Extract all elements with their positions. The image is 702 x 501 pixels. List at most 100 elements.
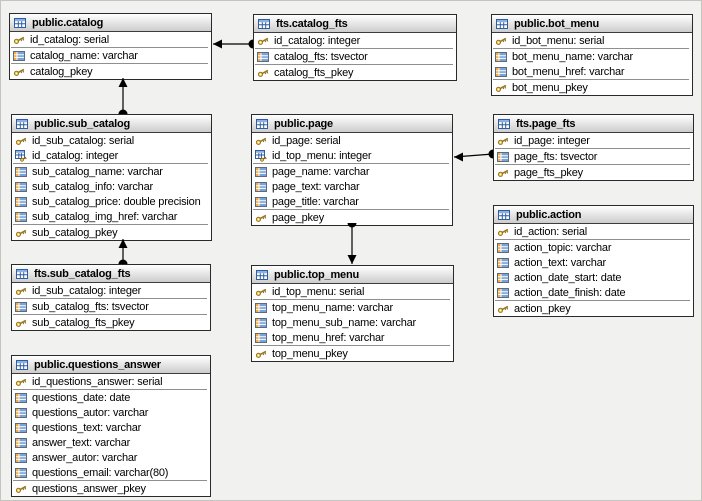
column-row[interactable]: id_catalog: integer xyxy=(254,33,456,48)
relationship-catalog_fts-references-catalog[interactable] xyxy=(213,39,253,49)
column-row[interactable]: top_menu_href: varchar xyxy=(252,330,453,345)
table-header[interactable]: public.page xyxy=(252,115,452,133)
constraint-row[interactable]: bot_menu_pkey xyxy=(492,80,692,95)
column-row[interactable]: id_page: serial xyxy=(252,133,452,148)
table-header[interactable]: fts.sub_catalog_fts xyxy=(12,265,210,283)
column-label: page_title: varchar xyxy=(272,195,359,208)
column-row[interactable]: questions_autor: varchar xyxy=(12,405,210,420)
table-header[interactable]: public.catalog xyxy=(10,14,211,32)
constraint-row[interactable]: page_fts_pkey xyxy=(494,165,693,180)
column-label: questions_autor: varchar xyxy=(32,406,149,419)
section-separator xyxy=(253,209,449,210)
constraint-row[interactable]: top_menu_pkey xyxy=(252,346,453,361)
column-label: bot_menu_pkey xyxy=(512,81,588,94)
primary-key-icon xyxy=(497,135,509,147)
column-row[interactable]: sub_catalog_name: varchar xyxy=(12,164,211,179)
primary-key-icon xyxy=(15,317,27,329)
column-row[interactable]: action_text: varchar xyxy=(494,255,693,270)
column-row[interactable]: action_date_finish: date xyxy=(494,285,693,300)
column-row[interactable]: questions_text: varchar xyxy=(12,420,210,435)
table-icon xyxy=(256,269,268,281)
column-row[interactable]: id_sub_catalog: integer xyxy=(12,283,210,298)
relationship-page-references-top_menu[interactable] xyxy=(347,223,357,264)
relationship-sub_catalog_fts-references-sub_catalog[interactable] xyxy=(118,239,128,264)
column-row[interactable]: sub_catalog_fts: tsvector xyxy=(12,299,210,314)
constraint-row[interactable]: catalog_fts_pkey xyxy=(254,65,456,80)
column-icon xyxy=(497,257,509,269)
table-header[interactable]: public.bot_menu xyxy=(492,15,692,33)
column-row[interactable]: action_date_start: date xyxy=(494,270,693,285)
column-row[interactable]: top_menu_name: varchar xyxy=(252,300,453,315)
column-row[interactable]: id_catalog: serial xyxy=(10,32,211,47)
column-label: top_menu_href: varchar xyxy=(272,331,385,344)
column-row[interactable]: answer_autor: varchar xyxy=(12,450,210,465)
column-row[interactable]: action_topic: varchar xyxy=(494,240,693,255)
table-header[interactable]: fts.catalog_fts xyxy=(254,15,456,33)
column-icon xyxy=(15,452,27,464)
constraint-row[interactable]: catalog_pkey xyxy=(10,64,211,79)
constraint-row[interactable]: action_pkey xyxy=(494,301,693,316)
section-separator xyxy=(11,47,208,48)
column-row[interactable]: id_sub_catalog: serial xyxy=(12,133,211,148)
table-icon xyxy=(16,359,28,371)
column-icon xyxy=(255,332,267,344)
column-row[interactable]: catalog_fts: tsvector xyxy=(254,49,456,64)
table-header[interactable]: fts.page_fts xyxy=(494,115,693,133)
primary-key-icon xyxy=(497,303,509,315)
constraint-row[interactable]: sub_catalog_pkey xyxy=(12,225,211,240)
column-row[interactable]: id_questions_answer: serial xyxy=(12,374,210,389)
column-row[interactable]: questions_email: varchar(80) xyxy=(12,465,210,480)
column-row[interactable]: page_name: varchar xyxy=(252,164,452,179)
column-row[interactable]: bot_menu_name: varchar xyxy=(492,49,692,64)
table-header[interactable]: public.questions_answer xyxy=(12,356,210,374)
column-row[interactable]: page_fts: tsvector xyxy=(494,149,693,164)
column-label: page_text: varchar xyxy=(272,180,360,193)
column-row[interactable]: id_catalog: integer xyxy=(12,148,211,163)
column-row[interactable]: answer_text: varchar xyxy=(12,435,210,450)
column-row[interactable]: catalog_name: varchar xyxy=(10,48,211,63)
constraint-row[interactable]: questions_answer_pkey xyxy=(12,481,210,496)
table-header[interactable]: public.top_menu xyxy=(252,266,453,284)
column-label: action_pkey xyxy=(514,302,571,315)
relationship-sub_catalog-references-catalog[interactable] xyxy=(118,78,128,114)
column-row[interactable]: page_text: varchar xyxy=(252,179,452,194)
column-row[interactable]: bot_menu_href: varchar xyxy=(492,64,692,79)
primary-key-icon xyxy=(15,376,27,388)
column-row[interactable]: id_bot_menu: serial xyxy=(492,33,692,48)
section-separator xyxy=(253,299,450,300)
section-separator xyxy=(493,48,689,49)
column-row[interactable]: page_title: varchar xyxy=(252,194,452,209)
column-row[interactable]: id_action: serial xyxy=(494,224,693,239)
column-icon xyxy=(15,196,27,208)
section-separator xyxy=(495,164,690,165)
relationship-page_fts-references-page[interactable] xyxy=(453,149,494,162)
column-row[interactable]: top_menu_sub_name: varchar xyxy=(252,315,453,330)
table-header[interactable]: public.sub_catalog xyxy=(12,115,211,133)
column-icon xyxy=(495,51,507,63)
column-row[interactable]: id_page: integer xyxy=(494,133,693,148)
table-icon xyxy=(258,18,270,30)
table-icon xyxy=(256,118,268,130)
column-row[interactable]: questions_date: date xyxy=(12,390,210,405)
column-label: action_date_finish: date xyxy=(514,286,626,299)
foreign-key-icon xyxy=(255,149,267,162)
column-row[interactable]: id_top_menu: serial xyxy=(252,284,453,299)
constraint-row[interactable]: sub_catalog_fts_pkey xyxy=(12,315,210,330)
constraint-row[interactable]: page_pkey xyxy=(252,210,452,225)
column-label: id_sub_catalog: serial xyxy=(32,134,135,147)
column-row[interactable]: sub_catalog_info: varchar xyxy=(12,179,211,194)
table-header[interactable]: public.action xyxy=(494,206,693,224)
column-row[interactable]: sub_catalog_price: double precision xyxy=(12,194,211,209)
column-row[interactable]: id_top_menu: integer xyxy=(252,148,452,163)
column-row[interactable]: sub_catalog_img_href: varchar xyxy=(12,209,211,224)
